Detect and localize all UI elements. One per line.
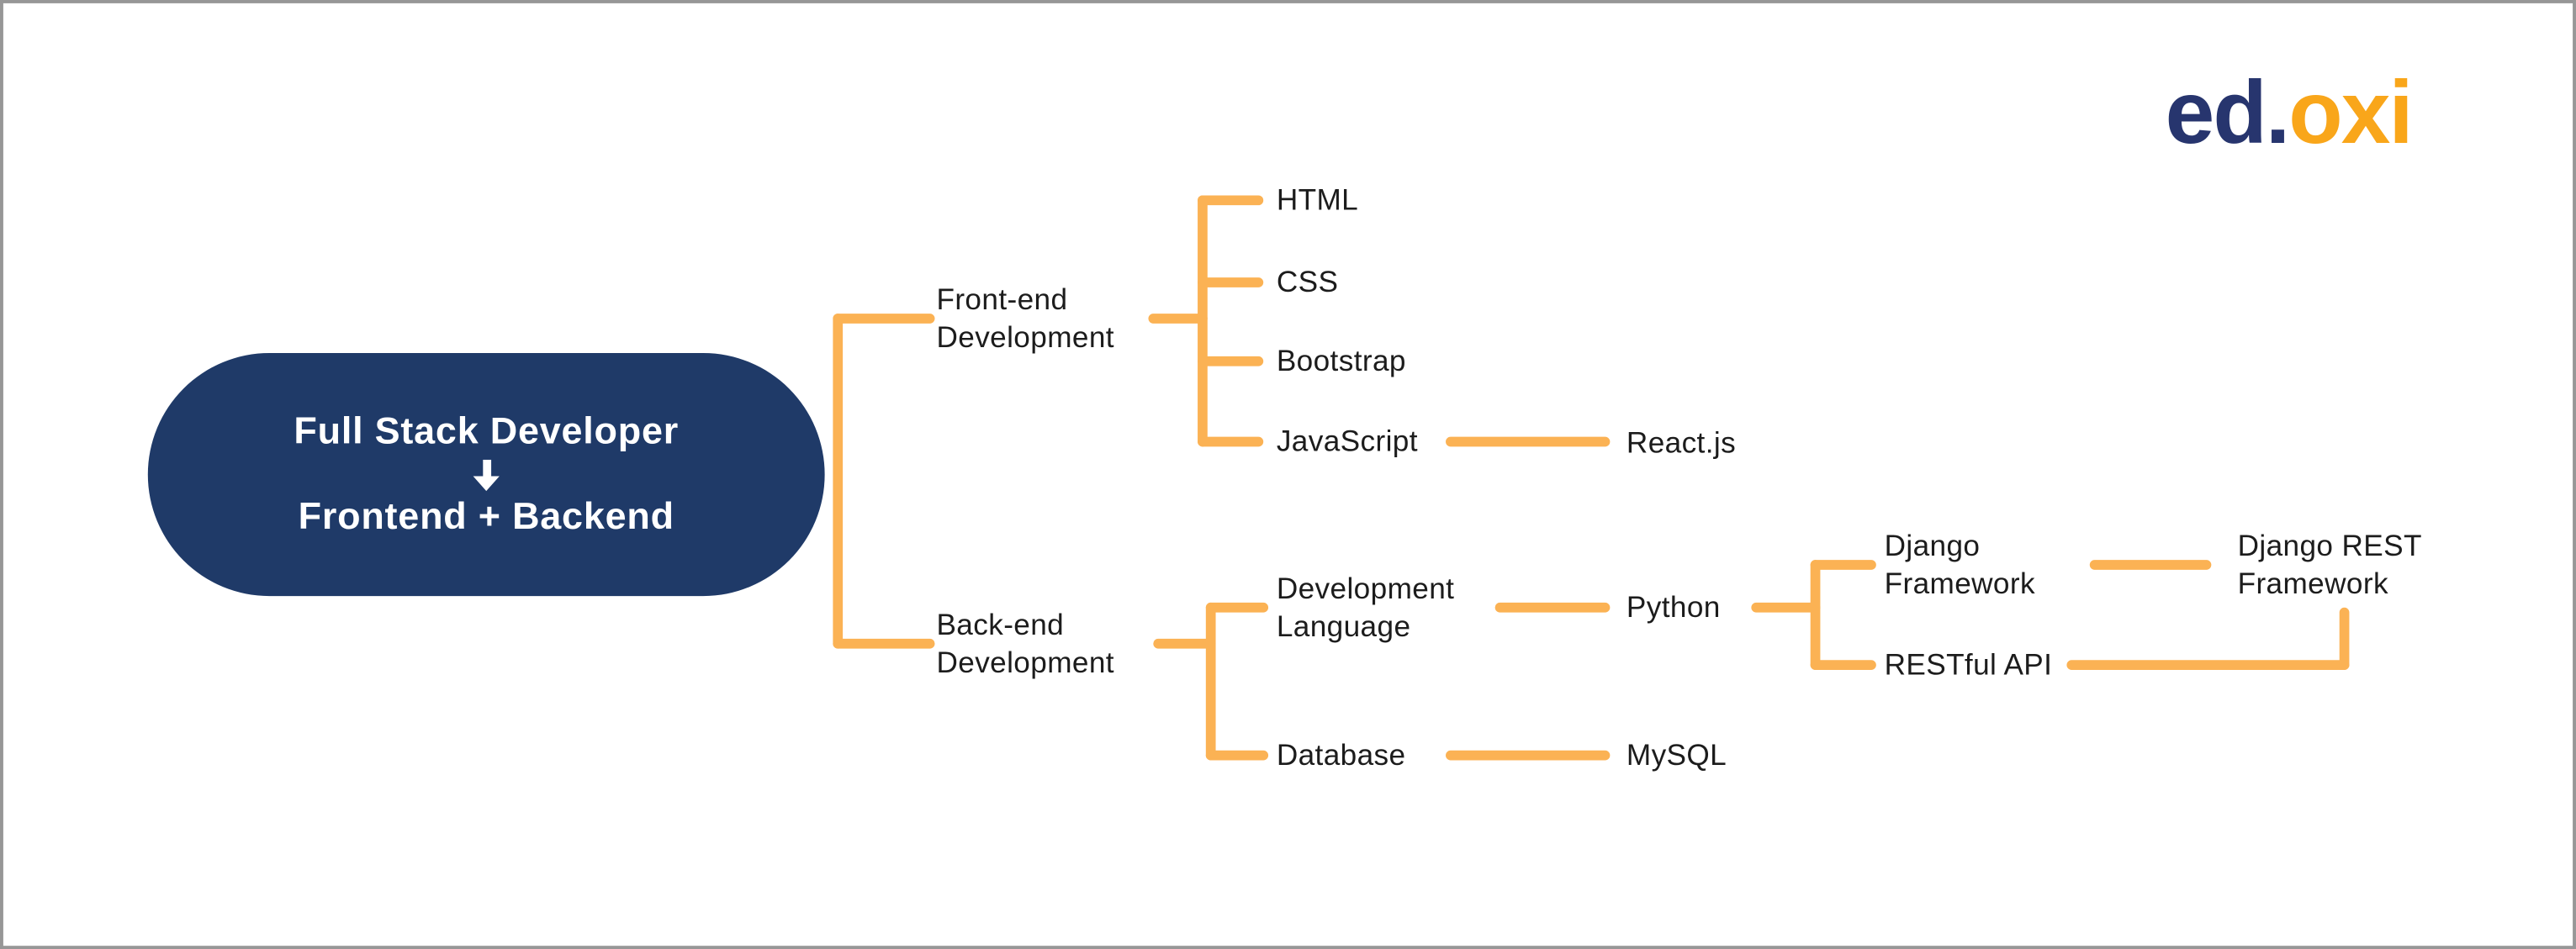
node-css: CSS bbox=[1276, 265, 1339, 299]
node-restful-api: RESTful API bbox=[1884, 648, 2053, 682]
logo-dot: . bbox=[2265, 64, 2290, 163]
connector-root-to-backend bbox=[833, 638, 935, 649]
connector-to-html bbox=[1198, 195, 1264, 206]
node-python: Python bbox=[1626, 590, 1721, 624]
root-title: Full Stack Developer bbox=[294, 409, 680, 452]
node-backend-development: Back-end Development bbox=[936, 608, 1114, 678]
node-django-framework: Django Framework bbox=[1884, 529, 2035, 600]
node-javascript: JavaScript bbox=[1276, 424, 1418, 458]
connector-devlang-to-python bbox=[1494, 602, 1611, 613]
connector-database-to-mysql bbox=[1446, 750, 1611, 761]
node-bootstrap: Bootstrap bbox=[1276, 344, 1406, 377]
connector-python-bracket bbox=[1810, 560, 1821, 671]
root-node-full-stack-developer: Full Stack Developer Frontend + Backend bbox=[147, 352, 825, 597]
connector-javascript-to-react bbox=[1446, 436, 1611, 447]
connector-to-bootstrap bbox=[1198, 356, 1264, 366]
node-database: Database bbox=[1276, 738, 1406, 772]
connector-backend-bracket bbox=[1205, 602, 1216, 761]
edoxi-logo: ed.oxi bbox=[2166, 69, 2414, 157]
connector-python-stub bbox=[1751, 602, 1821, 613]
connector-to-django bbox=[1810, 560, 1876, 570]
connector-restful-up bbox=[2339, 607, 2350, 671]
node-react: React.js bbox=[1626, 426, 1737, 460]
node-html: HTML bbox=[1276, 183, 1359, 217]
logo-text-oxi: oxi bbox=[2288, 64, 2414, 163]
connector-root-vertical bbox=[833, 314, 844, 649]
connector-to-javascript bbox=[1198, 436, 1264, 447]
connector-to-dev-language bbox=[1205, 602, 1269, 613]
connector-frontend-stub bbox=[1148, 314, 1208, 324]
connector-backend-stub bbox=[1153, 638, 1216, 649]
connector-to-database bbox=[1205, 750, 1269, 761]
connector-restful-horizontal bbox=[2066, 660, 2350, 671]
node-mysql: MySQL bbox=[1626, 738, 1727, 772]
connector-to-restful-api bbox=[1810, 660, 1876, 671]
connector-django-to-django-rest bbox=[2089, 560, 2212, 570]
root-subtitle: Frontend + Backend bbox=[298, 493, 674, 537]
connector-root-to-frontend bbox=[833, 314, 935, 324]
logo-text-ed: ed bbox=[2165, 64, 2267, 163]
node-development-language: Development Language bbox=[1276, 572, 1455, 642]
node-frontend-development: Front-end Development bbox=[936, 282, 1114, 353]
connector-frontend-bracket bbox=[1198, 195, 1208, 447]
down-arrow-icon bbox=[482, 459, 491, 477]
connector-to-css bbox=[1198, 277, 1264, 287]
node-django-rest-framework: Django REST Framework bbox=[2237, 529, 2422, 600]
